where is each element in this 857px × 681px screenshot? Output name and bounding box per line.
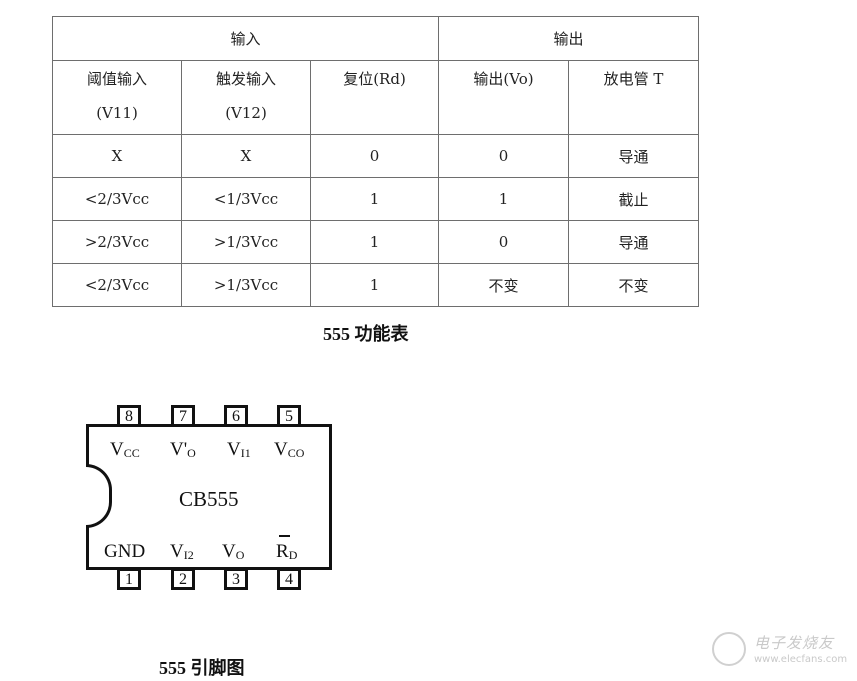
table-row: <2/3Vcc <1/3Vcc 1 1 截止	[52, 177, 700, 221]
cell-output: 0	[438, 220, 570, 264]
watermark-url: www.elecfans.com	[754, 654, 848, 665]
pin-label-vo: VO	[222, 541, 245, 562]
pinout-caption: 555 引脚图	[159, 658, 245, 678]
pin-label-vi2: VI2	[170, 541, 194, 562]
cell-reset: 0	[309, 134, 440, 178]
pin-3: 3	[224, 568, 248, 590]
pin-label-gnd: GND	[104, 541, 146, 562]
pin-label-vcc: VCC	[110, 439, 140, 460]
column-header-reset: 复位(Rd)	[309, 60, 440, 135]
pin-label-vo-prime: V'O	[170, 439, 196, 460]
cell-threshold: <2/3Vcc	[52, 263, 182, 307]
pin-label-reset: RD	[276, 541, 298, 562]
column-header-threshold: 阈值输入 (V11)	[52, 60, 182, 135]
reset-overbar	[279, 535, 290, 537]
pin-4: 4	[277, 568, 301, 590]
pin-label-vco: VCO	[274, 439, 305, 460]
cell-discharge: 不变	[568, 263, 700, 307]
function-table-caption: 555 功能表	[323, 324, 409, 344]
cell-output: 不变	[438, 263, 570, 307]
cell-discharge: 截止	[568, 177, 700, 221]
cell-trigger: X	[181, 134, 311, 178]
table-row: >2/3Vcc >1/3Vcc 1 0 导通	[52, 220, 700, 264]
cell-output: 1	[438, 177, 570, 221]
group-header-output: 输出	[438, 16, 700, 61]
cell-reset: 1	[309, 177, 440, 221]
watermark-logo-icon	[712, 632, 746, 666]
cell-trigger: >1/3Vcc	[181, 220, 311, 264]
pin-7: 7	[171, 405, 195, 427]
watermark: 电子发烧友 www.elecfans.com	[712, 628, 852, 674]
cell-discharge: 导通	[568, 134, 700, 178]
column-header-discharge: 放电管 T	[568, 60, 700, 135]
cell-trigger: >1/3Vcc	[181, 263, 311, 307]
cell-reset: 1	[309, 263, 440, 307]
cell-discharge: 导通	[568, 220, 700, 264]
function-table: 输入 输出 阈值输入 (V11) 触发输入 (V12) 复位(Rd) 输出(Vo…	[51, 16, 700, 307]
cell-reset: 1	[309, 220, 440, 264]
column-header-row: 阈值输入 (V11) 触发输入 (V12) 复位(Rd) 输出(Vo) 放电管 …	[52, 60, 700, 135]
pin-2: 2	[171, 568, 195, 590]
cell-threshold: <2/3Vcc	[52, 177, 182, 221]
chip-body: CB555 VCC V'O VI1 VCO GND VI2 VO RD	[86, 424, 332, 570]
group-header-input: 输入	[51, 16, 440, 61]
pin-1: 1	[117, 568, 141, 590]
cell-threshold: >2/3Vcc	[52, 220, 182, 264]
column-header-trigger: 触发输入 (V12)	[181, 60, 311, 135]
group-header-row: 输入 输出	[51, 16, 700, 61]
table-row: X X 0 0 导通	[52, 134, 700, 178]
column-header-output: 输出(Vo)	[438, 60, 570, 135]
pin-label-vi1: VI1	[227, 439, 251, 460]
watermark-title: 电子发烧友	[754, 634, 835, 652]
cell-output: 0	[438, 134, 570, 178]
table-row: <2/3Vcc >1/3Vcc 1 不变 不变	[52, 263, 700, 307]
cell-trigger: <1/3Vcc	[181, 177, 311, 221]
cell-threshold: X	[52, 134, 182, 178]
chip-notch	[86, 464, 112, 528]
chip-name: CB555	[179, 487, 239, 511]
